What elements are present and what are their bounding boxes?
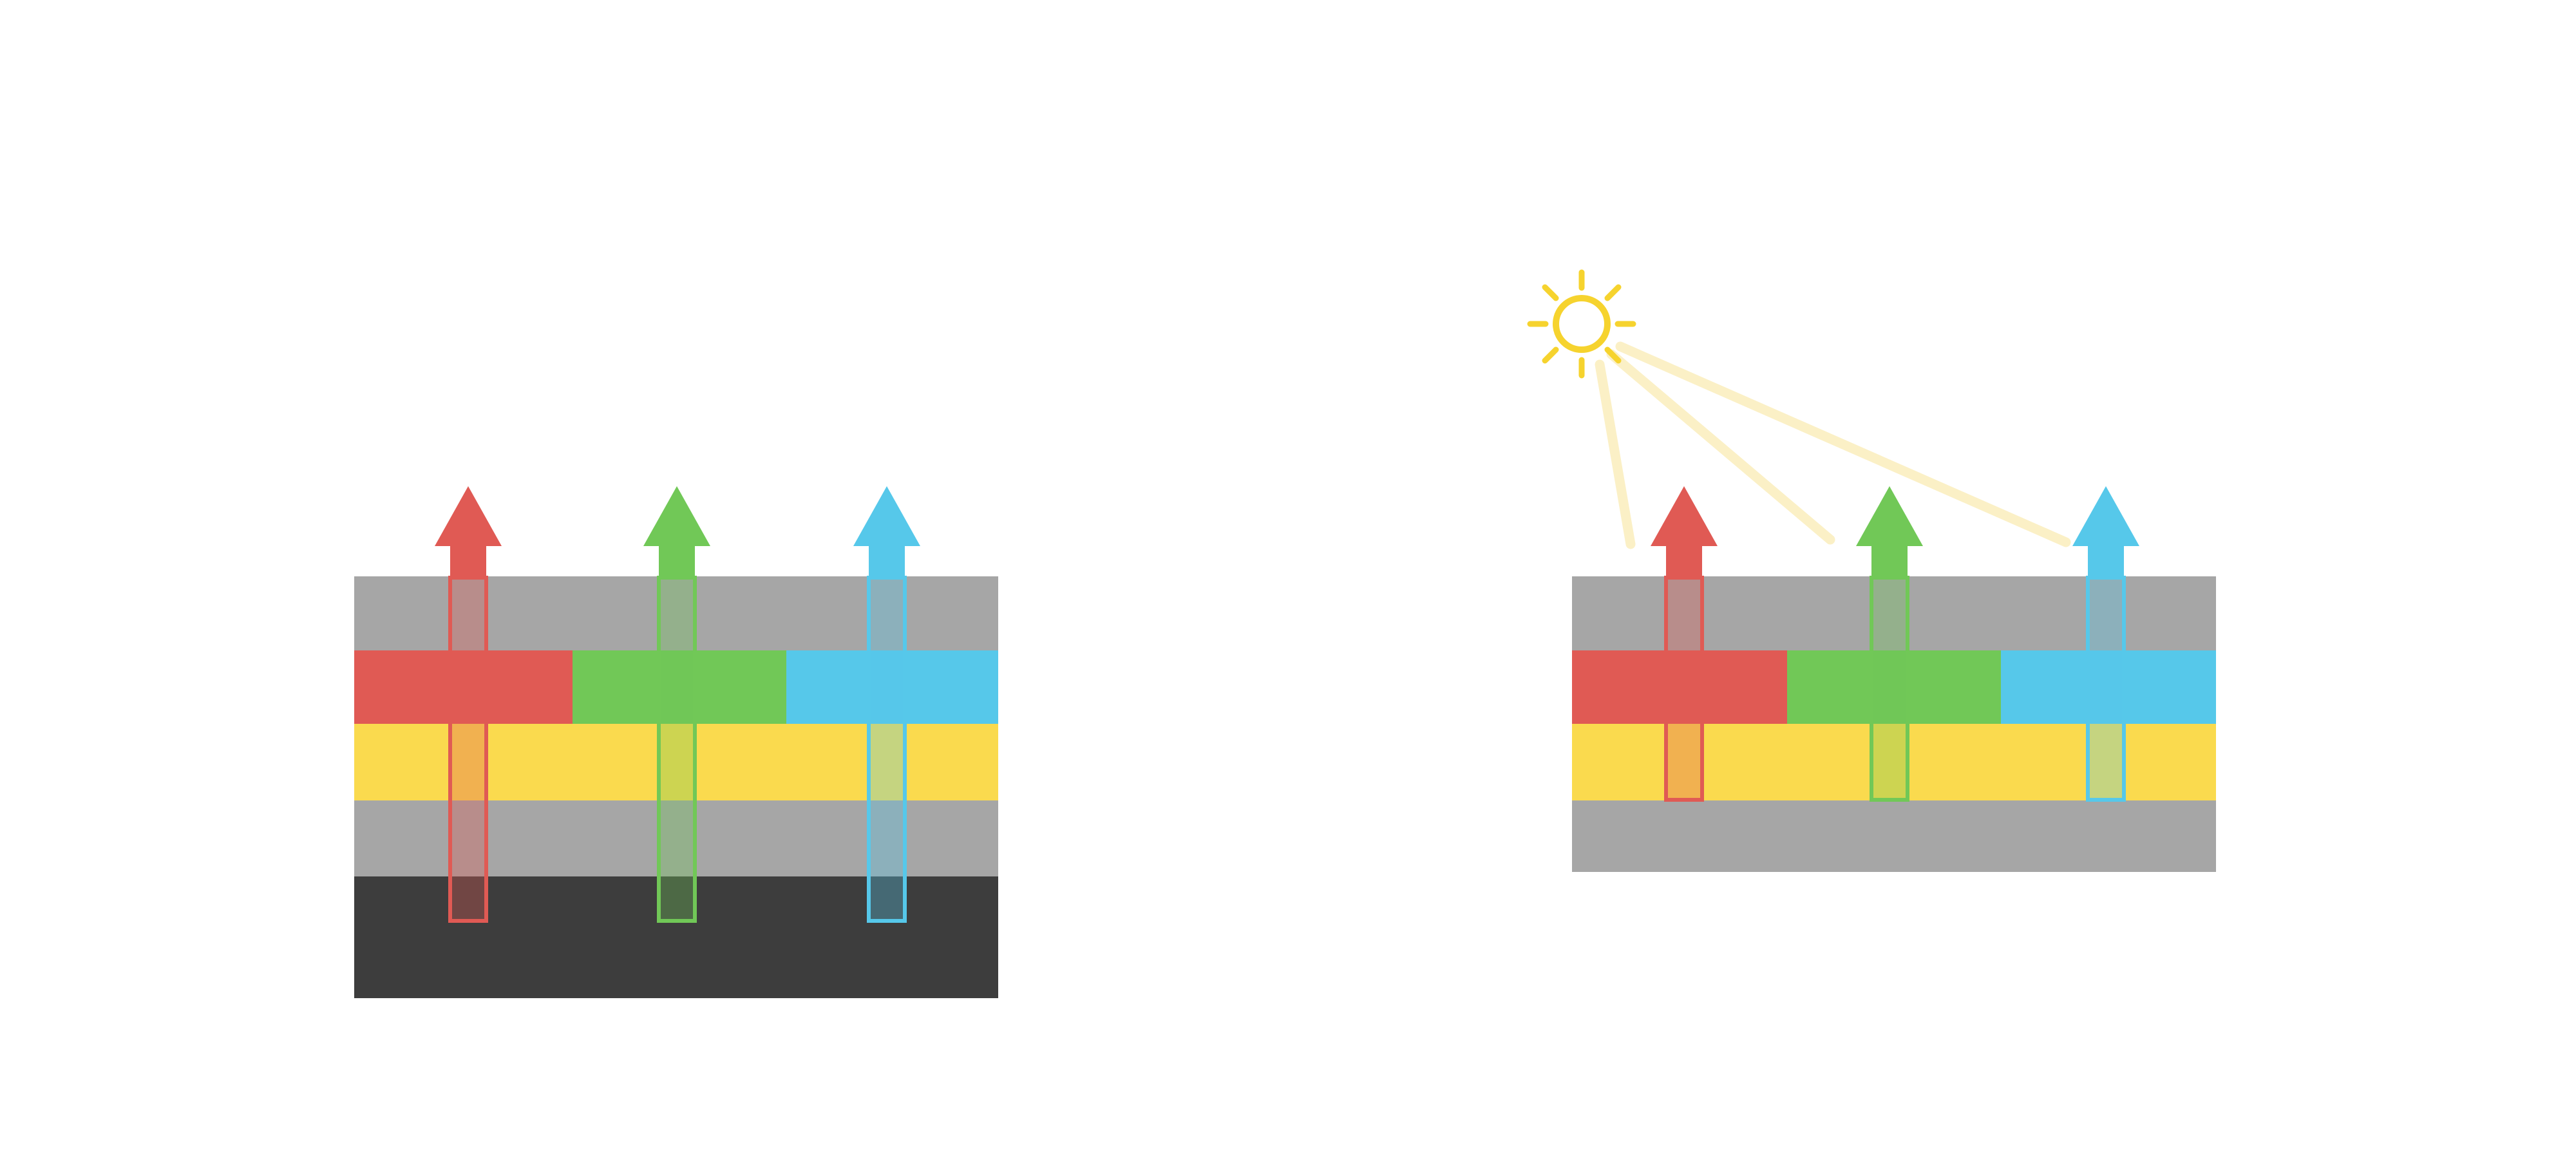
left-green-arrowhead bbox=[643, 486, 710, 546]
right-subpixel-cyan bbox=[2001, 650, 2216, 724]
sun-beam-left bbox=[1595, 359, 1636, 549]
right-red-arrowhead bbox=[1651, 486, 1718, 546]
right-green-arrow-shaft-solid bbox=[1871, 545, 1908, 578]
right-green-arrow-shaft-translucent bbox=[1870, 576, 1909, 802]
left-green-arrow-shaft-translucent bbox=[657, 576, 697, 923]
right-subpixel-green bbox=[1787, 650, 2001, 724]
left-layer-dark-backlight bbox=[354, 876, 998, 998]
left-layer-top-gray bbox=[354, 576, 998, 650]
right-cyan-arrow-shaft-solid bbox=[2088, 545, 2124, 578]
sun-ray bbox=[1542, 346, 1559, 364]
right-layer-yellow bbox=[1572, 724, 2216, 800]
right-layer-top-gray bbox=[1572, 576, 2216, 650]
left-red-arrow-shaft-solid bbox=[450, 545, 486, 578]
right-red-arrow bbox=[1651, 486, 1718, 802]
left-subpixel-red bbox=[354, 650, 573, 724]
sun-beams bbox=[1595, 341, 2071, 549]
left-cyan-arrow bbox=[853, 486, 920, 923]
sun-ray bbox=[1542, 284, 1559, 301]
left-subpixel-green bbox=[573, 650, 786, 724]
right-green-arrowhead bbox=[1856, 486, 1923, 546]
right-cyan-arrowhead bbox=[2072, 486, 2139, 546]
sun-ray bbox=[1604, 284, 1622, 301]
right-stack bbox=[1572, 576, 2216, 872]
left-red-arrowhead bbox=[435, 486, 502, 546]
left-stack bbox=[354, 576, 998, 998]
left-cyan-arrow-shaft-translucent bbox=[867, 576, 907, 923]
sun-icon bbox=[1527, 269, 1636, 379]
left-red-arrow-shaft-translucent bbox=[448, 576, 488, 923]
left-subpixel-cyan bbox=[786, 650, 998, 724]
left-cyan-arrowhead bbox=[853, 486, 920, 546]
left-layer-bottom-gray bbox=[354, 800, 998, 876]
left-layer-yellow bbox=[354, 724, 998, 800]
sun-rays bbox=[1527, 269, 1636, 379]
left-red-arrow bbox=[435, 486, 502, 923]
right-cyan-arrow bbox=[2072, 486, 2139, 802]
sun-beam-right bbox=[1615, 341, 2071, 547]
right-red-arrow-shaft-translucent bbox=[1664, 576, 1704, 802]
sun-disc bbox=[1553, 295, 1611, 353]
right-green-arrow bbox=[1856, 486, 1923, 802]
right-subpixel-red bbox=[1572, 650, 1787, 724]
sun-beam-middle bbox=[1606, 349, 1835, 545]
left-green-arrow-shaft-solid bbox=[659, 545, 695, 578]
sun-ray bbox=[1604, 346, 1622, 364]
right-cyan-arrow-shaft-translucent bbox=[2086, 576, 2126, 802]
right-layer-bottom-gray bbox=[1572, 800, 2216, 872]
right-red-arrow-shaft-solid bbox=[1666, 545, 1702, 578]
left-cyan-arrow-shaft-solid bbox=[869, 545, 905, 578]
left-green-arrow bbox=[643, 486, 710, 923]
